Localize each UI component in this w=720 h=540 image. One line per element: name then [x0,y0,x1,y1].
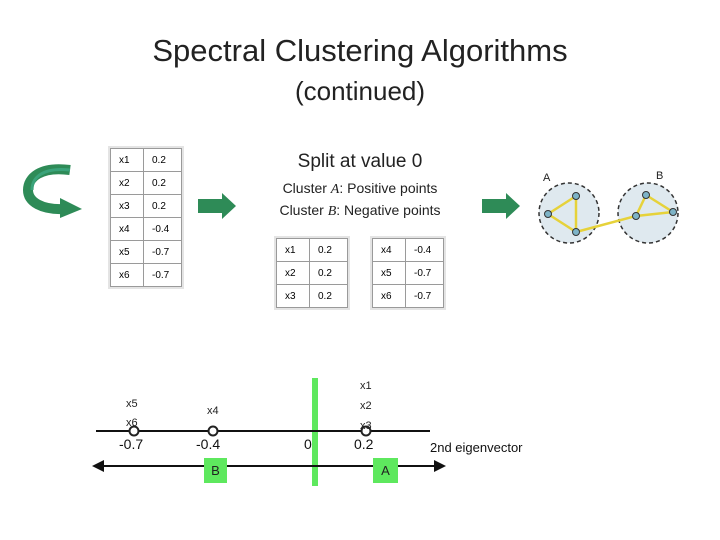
arrow-right-icon [434,460,446,472]
point-value: 0.2 [143,148,182,172]
point-label: x6 [372,284,406,308]
point-value: 0.2 [309,261,348,285]
point-label: x3 [360,420,372,432]
split-title: Split at value 0 [297,151,423,172]
point-label: x1 [360,380,372,392]
point-label: x3 [110,194,144,218]
cluster-b-prefix: Cluster [279,202,328,218]
right-arrow-icon [482,193,520,219]
point-label: x6 [126,417,138,429]
point-value: -0.7 [405,284,444,308]
tick-label: -0.4 [196,436,221,452]
point-value: -0.7 [405,261,444,285]
tick-label: 0 [304,436,312,452]
point-label: x4 [207,405,219,417]
table-row: x4-0.4 [110,217,182,241]
point-value: 0.2 [143,171,182,195]
cluster-a-prefix: Cluster [282,180,331,196]
cluster-b-name: B [327,204,337,219]
region-a-label: A [373,458,398,483]
cluster-a-name: A [330,182,340,197]
cluster-b-suffix: : Negative points [336,202,441,218]
point-value: -0.4 [143,217,182,241]
point-label: x6 [110,263,144,287]
point-value: -0.4 [405,238,444,262]
arrow-left-icon [92,460,104,472]
point-labels-pos02: x1 x2 x3 [360,376,372,436]
point-label: x2 [360,400,372,412]
tick-label: 0.2 [354,436,374,452]
negative-points-table: x4-0.4 x5-0.7 x6-0.7 [370,236,446,310]
right-arrow-icon [198,193,236,219]
slide-subtitle: (continued) [294,76,426,106]
point-label: x4 [110,217,144,241]
cluster-b-region [617,182,679,244]
point-marker [128,425,140,437]
negative-grid: x4-0.4 x5-0.7 x6-0.7 [372,238,444,308]
table-row: x5-0.7 [372,261,444,285]
cluster-a-region [538,182,600,244]
point-value: -0.7 [143,263,182,287]
cycle-arrow-icon [22,164,82,218]
region-b-label: B [204,458,227,483]
point-label: x3 [276,284,310,308]
table-row: x6-0.7 [110,263,182,287]
cluster-a-suffix: : Positive points [339,180,438,196]
point-marker [207,425,219,437]
table-row: x5-0.7 [110,240,182,264]
axis-label: 2nd eigenvector [430,440,523,455]
graph-nodes [544,191,677,236]
eigenvector-number-line [92,378,446,486]
table-row: x4-0.4 [372,238,444,262]
point-label: x1 [110,148,144,172]
point-value: 0.2 [309,284,348,308]
point-label: x5 [372,261,406,285]
tick-label: -0.7 [119,436,144,452]
point-label: x1 [276,238,310,262]
point-labels-neg07: x5 x6 [126,395,138,433]
cluster-graph: A B [538,170,679,244]
point-value: 0.2 [309,238,348,262]
point-label: x2 [276,261,310,285]
cluster-b-label: B [656,170,663,182]
slide-title: Spectral Clustering Algorithms [152,33,568,68]
point-value: -0.7 [143,240,182,264]
cluster-a-description: Cluster A: Positive points [240,180,480,198]
point-label: x5 [110,240,144,264]
cluster-a-label: A [543,172,551,184]
cluster-b-description: Cluster B: Negative points [240,202,480,220]
point-marker [360,425,372,437]
table-row: x6-0.7 [372,284,444,308]
point-label: x2 [110,171,144,195]
point-label: x4 [372,238,406,262]
point-value: 0.2 [143,194,182,218]
point-label: x5 [126,398,138,410]
